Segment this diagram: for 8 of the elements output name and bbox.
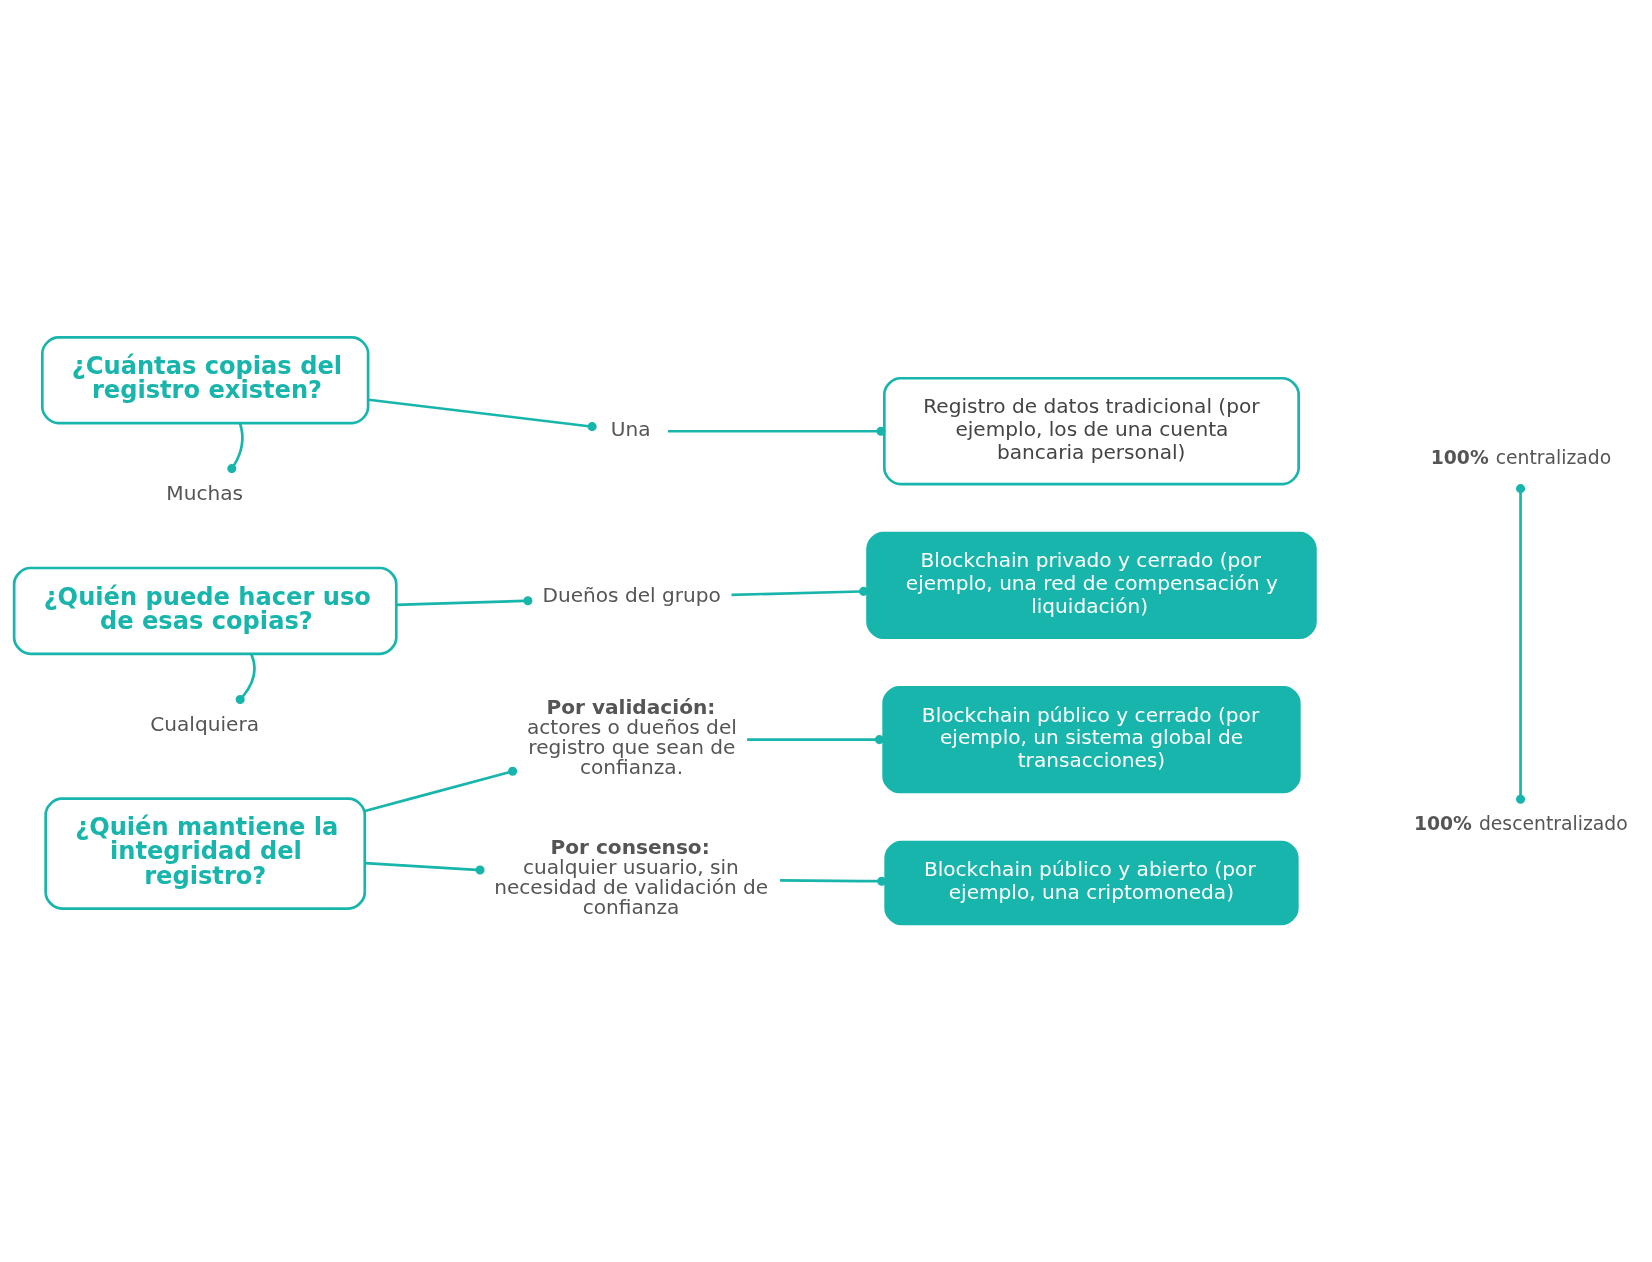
label: 100% descentralizado (1413, 813, 1628, 835)
node-text: Por validación: actores o dueños del registro que sean de confianza. (527, 695, 737, 780)
node-text: Cualquiera (150, 711, 259, 736)
label: 100% centralizado (1430, 447, 1612, 469)
node-text: Una (610, 416, 651, 441)
node-text: Muchas (166, 481, 244, 506)
node-text: Por consenso: cualquier usuario, sin necesidad de validación de confianza (494, 834, 769, 919)
node-text: Dueños del grupo (542, 583, 721, 608)
